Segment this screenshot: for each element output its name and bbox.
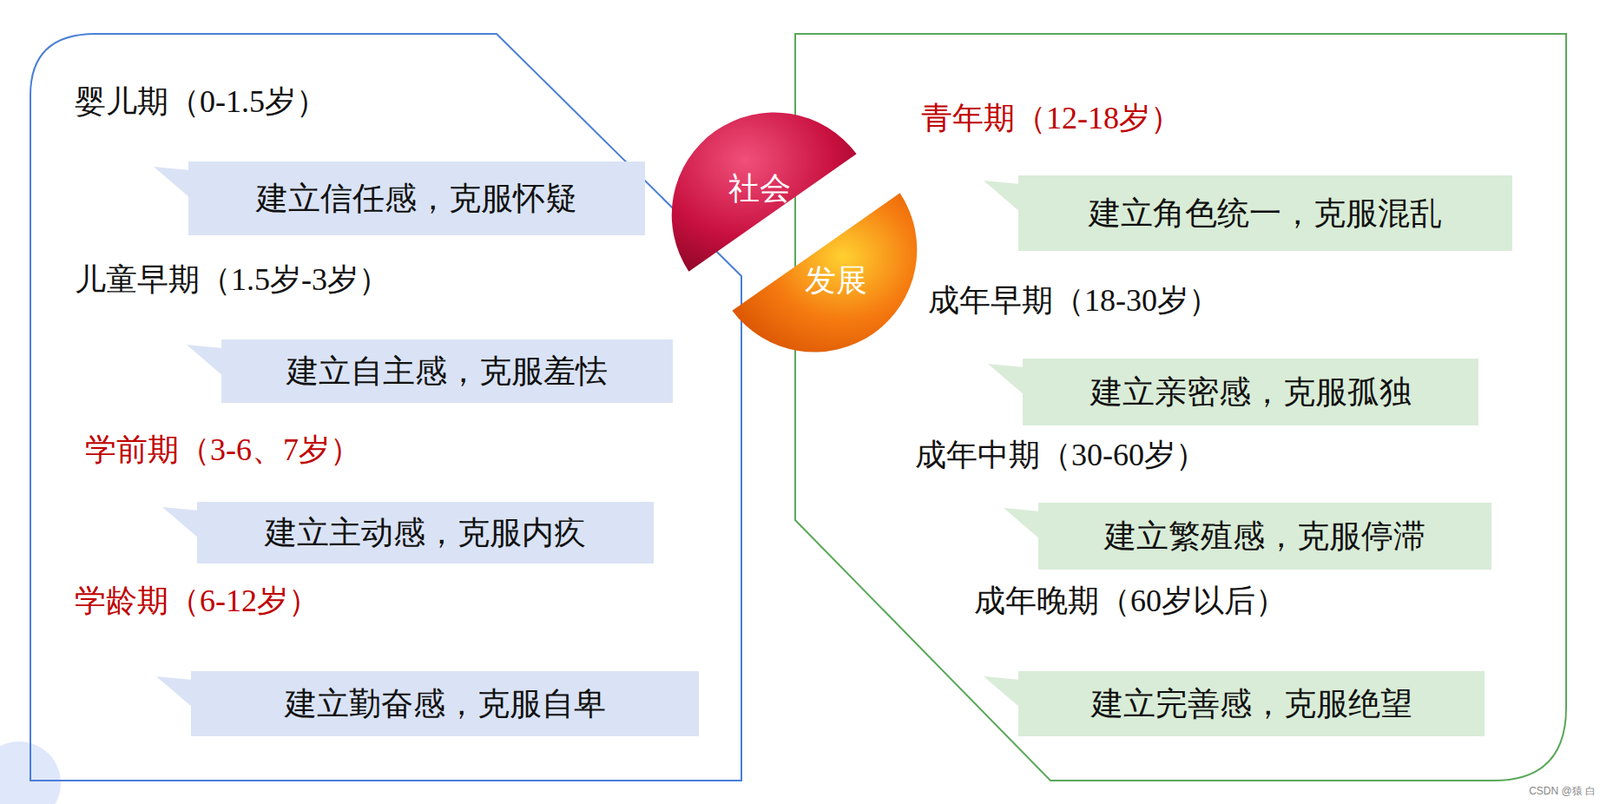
circle-label: 社会	[728, 167, 791, 211]
callout-tail	[162, 501, 201, 540]
callout-box: 建立勤奋感，克服自卑	[190, 671, 699, 737]
right-panel	[795, 33, 1567, 781]
callout-box: 建立亲密感，克服孤独	[1022, 358, 1479, 426]
callout-text: 建立繁殖感，克服停滞	[1104, 514, 1426, 559]
callout-box: 建立自主感，克服羞怯	[221, 339, 673, 403]
stage-node: 成年早期（18-30岁）建立亲密感，克服孤独	[928, 282, 929, 284]
callout-tail	[987, 358, 1027, 397]
circle-label: 发展	[804, 259, 868, 303]
callout-text: 建立主动感，克服内疚	[264, 511, 587, 555]
stage-node: 学前期（3-6、7岁）建立主动感，克服内疚	[85, 431, 86, 433]
callout-tail	[186, 339, 225, 378]
callout-tail	[983, 671, 1022, 710]
stage-heading: 成年中期（30-60岁）	[915, 436, 1207, 475]
callout-text: 建立亲密感，克服孤独	[1090, 370, 1412, 415]
stage-node: 儿童早期（1.5岁-3岁）建立自主感，克服羞怯	[74, 261, 76, 263]
stage-heading: 成年早期（18-30岁）	[928, 282, 1220, 320]
stage-heading: 青年期（12-18岁）	[921, 99, 1182, 138]
stage-heading: 成年晚期（60岁以后）	[974, 582, 1287, 620]
stage-node: 青年期（12-18岁）建立角色统一，克服混乱	[921, 99, 922, 101]
development-half-shape	[731, 192, 917, 352]
callout-text: 建立自主感，克服羞怯	[286, 349, 608, 394]
callout-box: 建立主动感，克服内疚	[197, 501, 654, 564]
callout-box: 建立完善感，克服绝望	[1018, 671, 1485, 737]
stage-heading: 婴儿期（0-1.5岁）	[74, 83, 328, 121]
callout-text: 建立完善感，克服绝望	[1091, 682, 1413, 726]
callout-text: 建立信任感，克服怀疑	[256, 177, 578, 221]
callout-tail	[1003, 502, 1042, 541]
stage-node: 学龄期（6-12岁）建立勤奋感，克服自卑	[74, 582, 76, 584]
watermark: CSDN @猿 白	[1528, 783, 1596, 799]
development-half: 发展	[804, 259, 868, 303]
stage-node: 成年中期（30-60岁）建立繁殖感，克服停滞	[915, 436, 916, 438]
callout-text: 建立角色统一，克服混乱	[1088, 191, 1442, 236]
stage-heading: 学前期（3-6、7岁）	[85, 431, 362, 469]
social-half: 社会	[728, 167, 791, 211]
stage-heading: 儿童早期（1.5岁-3岁）	[74, 261, 390, 299]
callout-box: 建立繁殖感，克服停滞	[1038, 502, 1492, 570]
callout-tail	[153, 161, 192, 200]
callout-tail	[983, 175, 1022, 214]
stage-node: 婴儿期（0-1.5岁）建立信任感，克服怀疑	[74, 83, 76, 85]
stage-heading: 学龄期（6-12岁）	[74, 582, 320, 620]
callout-box: 建立角色统一，克服混乱	[1018, 175, 1513, 251]
callout-box: 建立信任感，克服怀疑	[188, 161, 646, 236]
callout-text: 建立勤奋感，克服自卑	[284, 682, 606, 726]
left-panel	[30, 33, 742, 781]
callout-tail	[156, 671, 195, 710]
stage-node: 成年晚期（60岁以后）建立完善感，克服绝望	[974, 582, 975, 584]
